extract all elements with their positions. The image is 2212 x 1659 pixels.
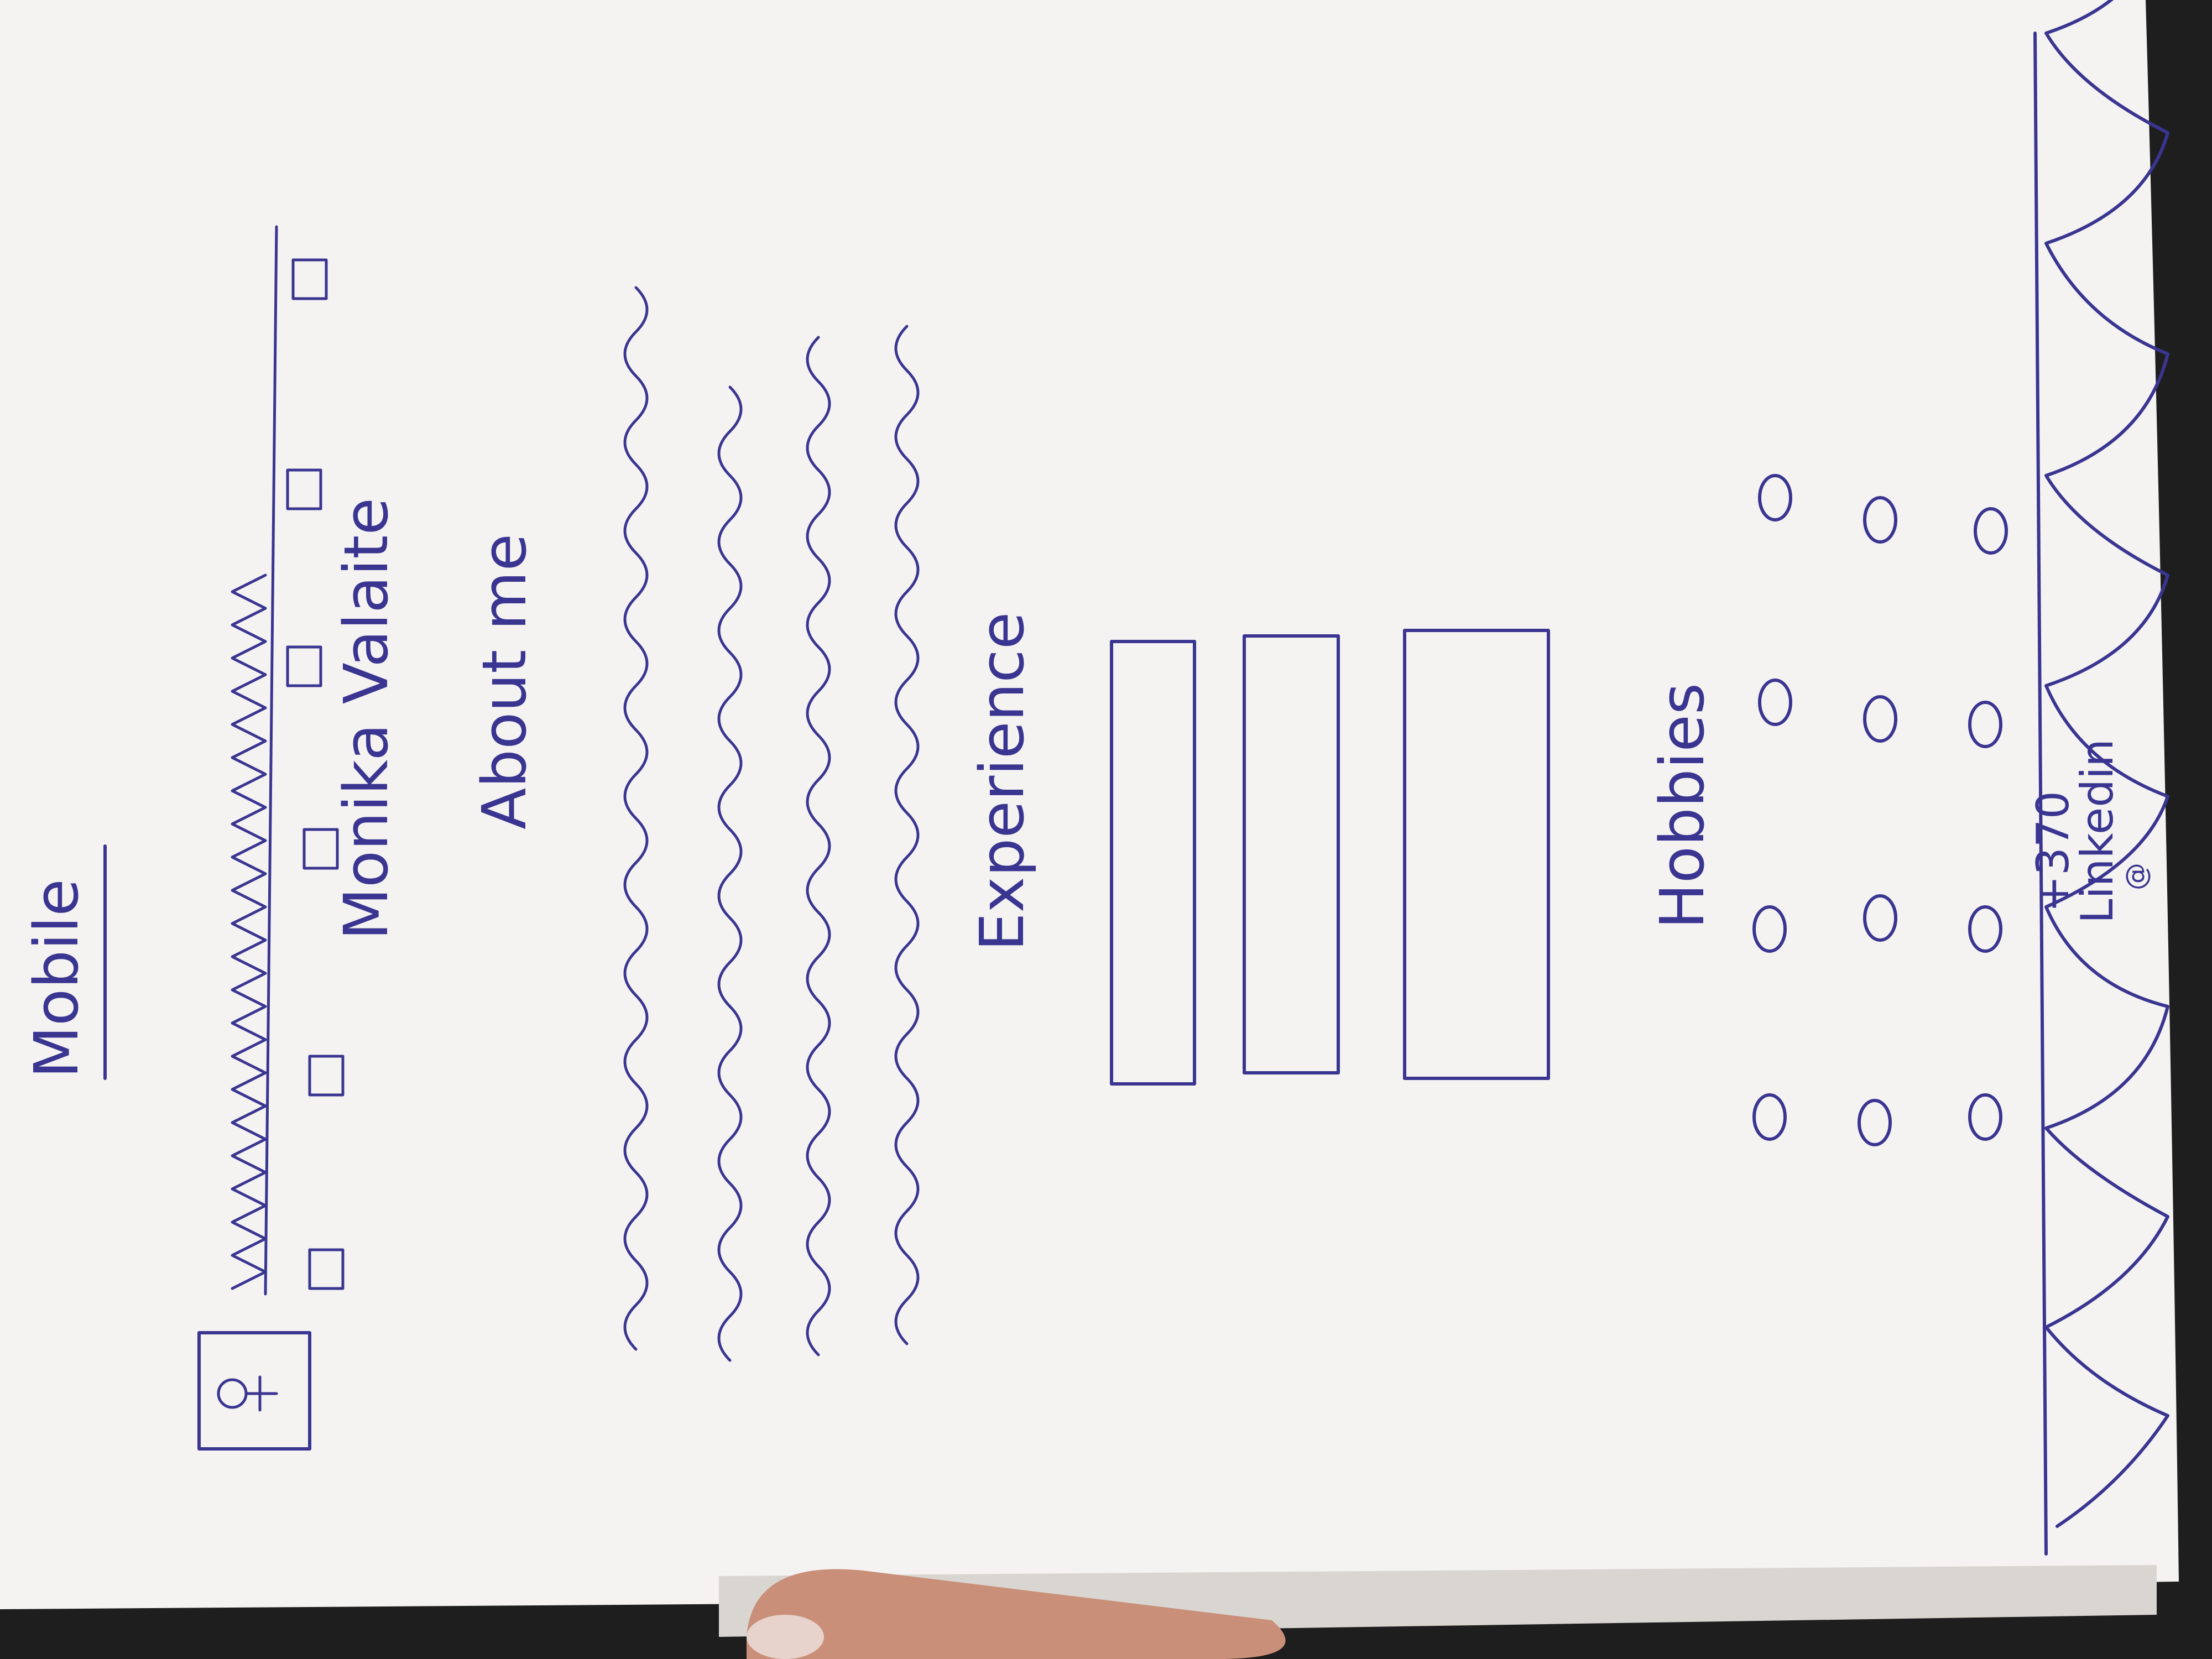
thumbnail-nail xyxy=(747,1615,824,1659)
thumb xyxy=(747,1569,1286,1659)
footer-linkedin: Linkedin xyxy=(2072,739,2123,924)
profile-photo-icon xyxy=(197,1331,311,1451)
sketch-name: Monika Valaite xyxy=(331,498,401,940)
about-text-scribble xyxy=(623,286,920,1362)
about-title: About me xyxy=(469,534,540,830)
experience-boxes xyxy=(1110,629,1550,1086)
footer-email: @ xyxy=(2120,863,2152,890)
sketch-heading: Mobile xyxy=(21,879,92,1078)
footer-sketch xyxy=(2033,0,2169,1556)
hobbies-title: Hobbies xyxy=(1647,683,1718,929)
image-placeholder-icon xyxy=(286,258,345,1290)
experience-title: Experience xyxy=(967,612,1037,951)
footer-text: +370 Linkedin @ xyxy=(2027,739,2152,924)
paper-sheet xyxy=(0,0,2179,1609)
nav-bar-scribble xyxy=(231,573,267,1290)
hobby-circles xyxy=(1752,474,2008,1146)
wireframe-sketch: Mobile Monika Valaite About me xyxy=(21,225,2008,1451)
footer-phone: +370 xyxy=(2027,791,2079,912)
